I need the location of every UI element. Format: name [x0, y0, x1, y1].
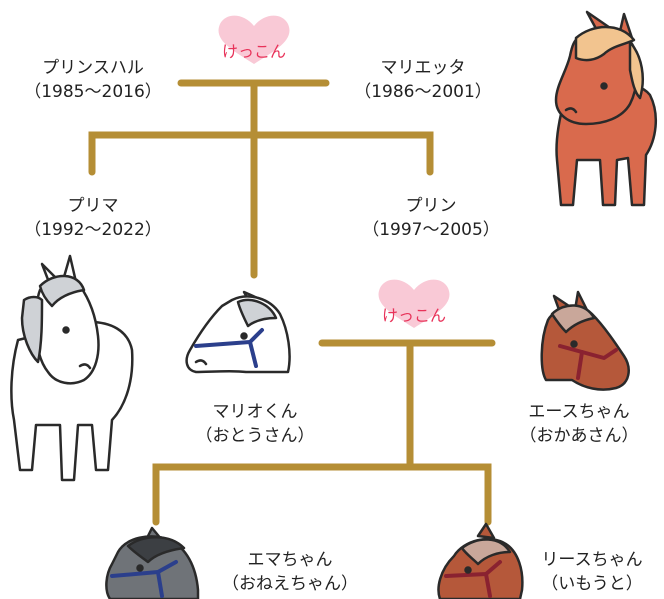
younger-sister-role: （いもうと） — [541, 574, 643, 594]
mother-horse-icon — [540, 290, 630, 391]
white-horse-icon — [10, 254, 134, 482]
aunt-purin-years: （1997～2005） — [362, 220, 500, 240]
grandmother-years: （1986～2001） — [354, 82, 492, 102]
younger-sister-name: リースちゃん — [541, 550, 643, 570]
younger-sister-horse-icon — [437, 522, 524, 599]
grandfather-years: （1985～2016） — [24, 82, 162, 102]
grandmother-name: マリエッタ — [380, 58, 466, 78]
aunt-purin-label: プリン （1997～2005） — [346, 194, 516, 242]
gen2-sibling-line — [152, 463, 492, 526]
mother-name: エースちゃん — [528, 402, 630, 422]
aunt-prima-label: プリマ （1992～2022） — [8, 194, 178, 242]
elder-sister-horse-icon — [105, 526, 200, 599]
younger-sister-label: リースちゃん （いもうと） — [520, 548, 664, 596]
aunt-purin-name: プリン — [405, 196, 457, 216]
elder-sister-label: エマちゃん （おねえちゃん） — [200, 548, 380, 596]
parents-marriage-label: けっこん — [381, 306, 447, 325]
grandparents-marriage-label: けっこん — [221, 42, 287, 61]
mother-label: エースちゃん （おかあさん） — [494, 400, 664, 448]
heart-icon — [218, 15, 290, 64]
grandmother-label: マリエッタ （1986～2001） — [338, 56, 508, 104]
gen1-sibling-line — [88, 131, 434, 176]
father-label: マリオくん （おとうさん） — [170, 400, 340, 448]
aunt-prima-name: プリマ — [67, 196, 119, 216]
grandfather-name: プリンスハル — [42, 58, 144, 78]
heart-icon — [378, 279, 450, 328]
elder-sister-role: （おねえちゃん） — [222, 574, 358, 594]
mother-role: （おかあさん） — [519, 426, 639, 446]
grandfather-label: プリンスハル （1985～2016） — [8, 56, 178, 104]
elder-sister-name: エマちゃん — [247, 550, 333, 570]
father-horse-icon — [185, 290, 291, 374]
aunt-prima-years: （1992～2022） — [24, 220, 162, 240]
tree-lines — [88, 79, 496, 526]
chestnut-horse-icon — [554, 10, 657, 207]
father-name: マリオくん — [212, 402, 298, 422]
father-role: （おとうさん） — [195, 426, 315, 446]
